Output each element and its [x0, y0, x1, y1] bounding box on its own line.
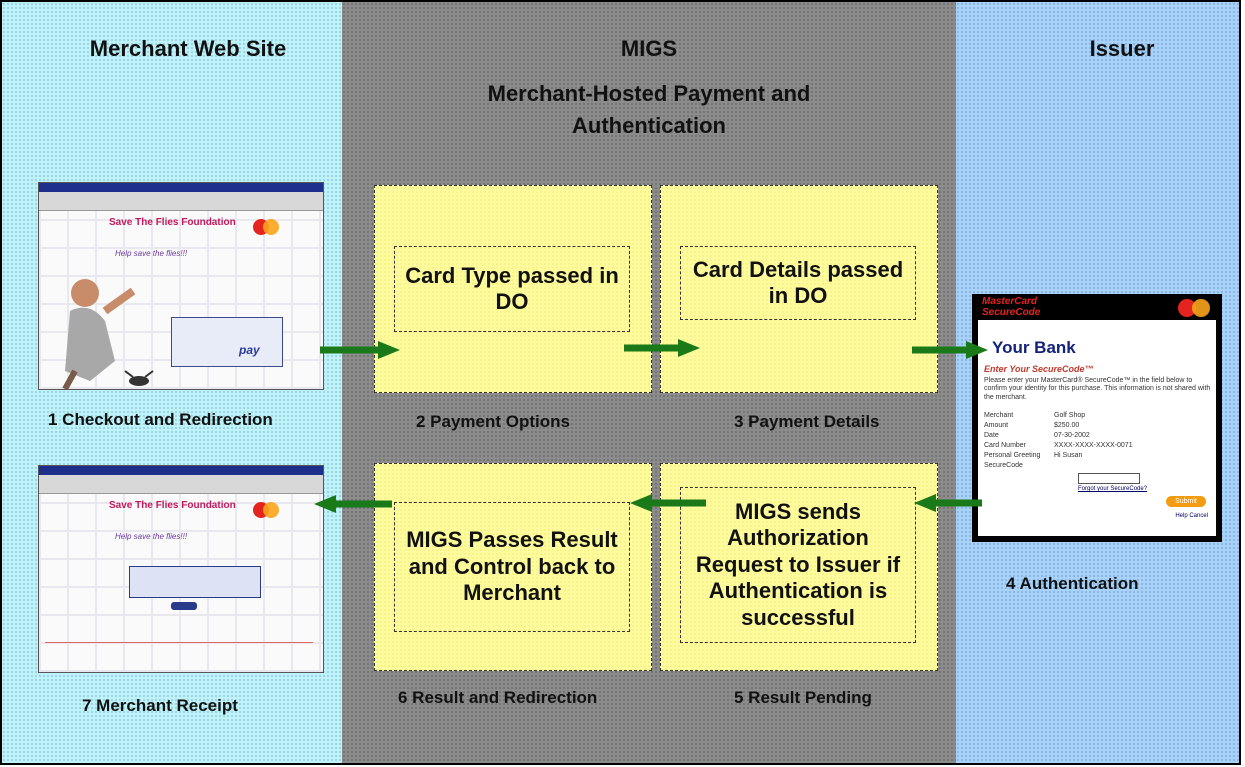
payment-details-box	[660, 185, 938, 393]
checkout-page: Save The Flies Foundation Help save the …	[39, 211, 323, 389]
browser-toolbar	[39, 192, 323, 211]
help-cancel-links: Help Cancel	[1175, 513, 1208, 519]
window-titlebar	[39, 466, 323, 475]
migs-subheading: Merchant-Hosted Payment and Authenticati…	[487, 81, 811, 138]
divider-line	[45, 642, 313, 643]
result-pending-box	[660, 463, 938, 671]
enter-securecode-title: Enter Your SecureCode™	[984, 364, 1094, 374]
browser-toolbar	[39, 475, 323, 494]
step-5-label: 5 Result Pending	[734, 688, 872, 707]
step-4-label: 4 Authentication	[1006, 574, 1139, 593]
securecode-brand: MasterCard SecureCode	[982, 296, 1040, 318]
securecode-screenshot: MasterCard SecureCode Your Bank Enter Yo…	[972, 294, 1222, 542]
arrow-left-3	[314, 495, 392, 513]
merchant-heading: Merchant Web Site	[89, 36, 287, 61]
step-6-label: 6 Result and Redirection	[398, 688, 598, 707]
donation-form	[171, 317, 283, 367]
arrow-left-1	[914, 494, 982, 512]
site-title: Save The Flies Foundation	[109, 217, 236, 228]
window-titlebar	[39, 183, 323, 192]
person-image	[62, 279, 135, 389]
mastercard-logo	[1178, 299, 1212, 317]
card-details-box: Card Details passed in DO	[680, 246, 916, 320]
receipt-table	[129, 566, 261, 598]
site-title: Save The Flies Foundation	[109, 500, 236, 511]
submit-button: Submit	[1166, 496, 1206, 507]
site-slogan: Help save the flies!!!	[115, 532, 188, 541]
arrow-right-3	[912, 341, 988, 359]
mastercard-logo	[253, 219, 279, 235]
receipt-page: Save The Flies Foundation Help save the …	[39, 494, 323, 672]
step-1-label: 1 Checkout and Redirection	[48, 410, 273, 429]
migs-heading: MIGS	[620, 36, 678, 61]
step-2-label: 2 Payment Options	[416, 412, 570, 431]
brand-line-2: SecureCode	[982, 307, 1041, 318]
arrow-right-2	[624, 339, 700, 357]
receipt-button	[171, 602, 197, 610]
pay-button: pay	[239, 343, 260, 357]
checkout-screenshot: Save The Flies Foundation Help save the …	[38, 182, 324, 390]
issuer-heading: Issuer	[1089, 36, 1155, 61]
detail-row: SecureCode	[984, 462, 1023, 469]
mastercard-logo	[253, 502, 279, 518]
result-redirection-box	[374, 463, 652, 671]
fly-icon	[124, 370, 154, 386]
arrow-right-1	[320, 341, 400, 359]
securecode-input	[1078, 473, 1140, 484]
arrow-left-2	[630, 494, 706, 512]
securecode-form: Your Bank Enter Your SecureCode™ Please …	[978, 320, 1216, 536]
detail-row: Amount$250.00	[984, 422, 1080, 429]
step-7-label: 7 Merchant Receipt	[82, 696, 238, 715]
receipt-screenshot: Save The Flies Foundation Help save the …	[38, 465, 324, 673]
bank-name: Your Bank	[992, 338, 1076, 357]
site-slogan: Help save the flies!!!	[115, 249, 188, 258]
step-3-label: 3 Payment Details	[734, 412, 880, 431]
card-type-box: Card Type passed in DO	[394, 246, 630, 332]
payment-options-box	[374, 185, 652, 393]
securecode-description: Please enter your MasterCard® SecureCode…	[984, 377, 1211, 401]
forgot-link: Forgot your SecureCode?	[1078, 486, 1148, 492]
brand-line-1: MasterCard	[982, 296, 1038, 307]
pass-result-box: MIGS Passes Result and Control back to M…	[394, 502, 630, 632]
auth-request-box: MIGS sends Authorization Request to Issu…	[680, 487, 916, 643]
